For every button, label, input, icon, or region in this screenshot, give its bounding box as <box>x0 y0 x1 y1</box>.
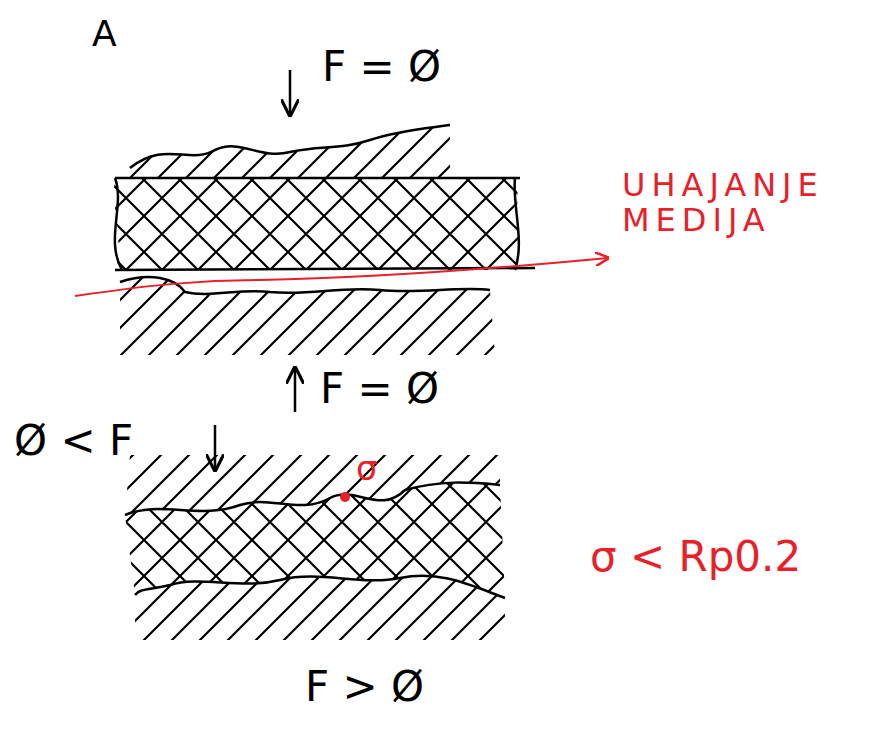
flange-surface <box>130 125 450 168</box>
force-label: F = Ø <box>320 366 439 412</box>
lower-flange <box>135 576 505 640</box>
upper-flange <box>130 125 450 178</box>
gasket <box>114 178 520 270</box>
view-letter: A <box>92 14 117 54</box>
force-label: F = Ø <box>322 44 441 90</box>
leak-path <box>75 258 608 296</box>
stress-condition: σ < Rp0.2 <box>590 534 801 580</box>
force-arrow <box>294 368 297 412</box>
lower-flange <box>120 277 495 355</box>
force-label: Ø < F <box>14 418 133 464</box>
flange-surface <box>125 483 500 515</box>
flange-surface <box>135 576 505 598</box>
stress-point <box>340 492 350 502</box>
stress-symbol: σ <box>356 450 378 487</box>
gasket-edges <box>115 178 535 270</box>
force-label: F > Ø <box>305 664 424 710</box>
leak-note: UHAJANJE MEDIJA <box>622 168 862 238</box>
force-arrow <box>289 70 292 115</box>
